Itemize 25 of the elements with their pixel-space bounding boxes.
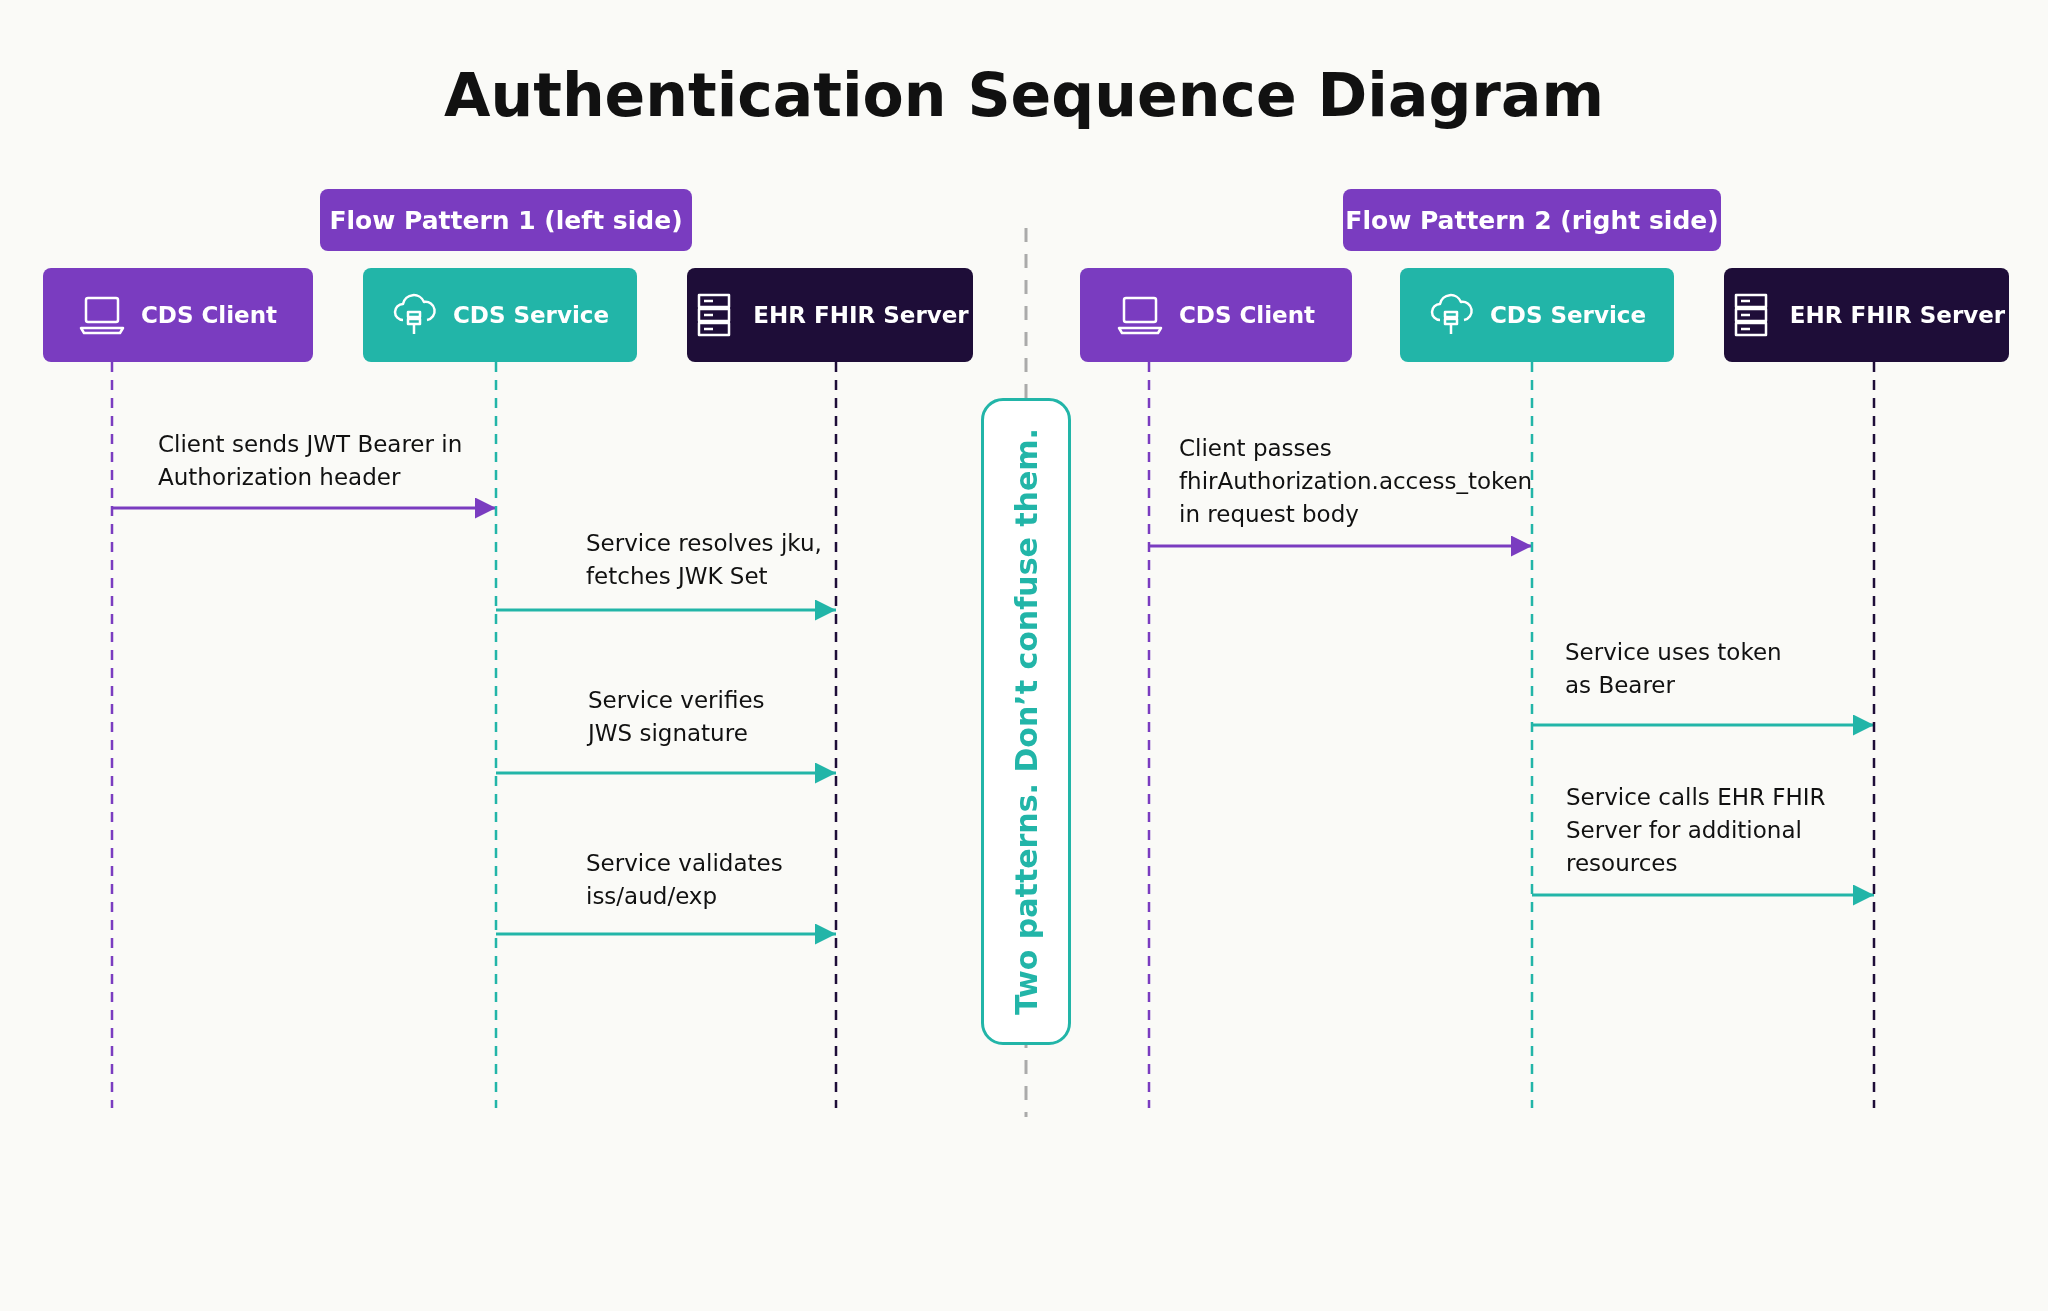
arrow	[496, 923, 836, 945]
edge-label: Client passes fhirAuthorization.access_token in request body	[1179, 434, 1534, 529]
pattern-header: Flow Pattern 1 (left side)	[320, 189, 692, 251]
arrow	[1149, 535, 1532, 557]
edge-label: Client sends JWT Bearer in Authorization header	[158, 430, 464, 492]
arrow	[112, 497, 496, 519]
arrow	[1532, 884, 1874, 906]
edge-label: Service uses token as Bearer	[1565, 638, 1783, 700]
title: Authentication Sequence Diagram	[443, 60, 1605, 130]
note-text: Two patterns. Don’t confuse them.	[1008, 427, 1044, 1016]
arrow	[496, 762, 836, 784]
participant-name: CDS Service	[1489, 302, 1647, 328]
arrow	[496, 599, 836, 621]
participant-name: EHR FHIR Server	[753, 302, 969, 328]
edge-label: Service validates iss/aud/exp	[586, 849, 784, 911]
arrow	[1532, 714, 1874, 736]
edge-label: Service resolves jku, fetches JWK Set	[586, 529, 823, 591]
pattern-header: Flow Pattern 2 (right side)	[1343, 189, 1721, 251]
participant-name: EHR FHIR Server	[1789, 302, 2006, 328]
participant-name: CDS Client	[1178, 302, 1316, 328]
note-box	[981, 398, 1071, 1045]
participant-name: CDS Client	[140, 302, 278, 328]
participant-name: CDS Service	[452, 302, 610, 328]
edge-label: Service calls EHR FHIR Server for additional resources	[1566, 783, 1827, 878]
edge-label: Service verifies JWS signature	[588, 686, 766, 748]
